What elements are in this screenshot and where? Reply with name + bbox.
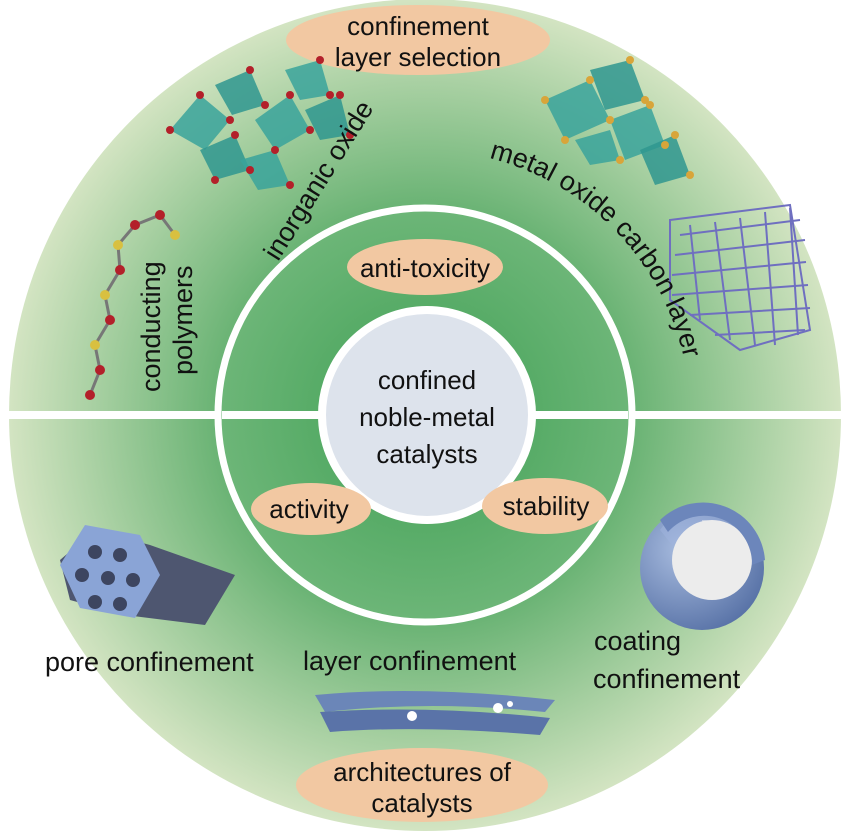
svg-text:confinement: confinement bbox=[593, 664, 741, 694]
carbon-layer-structure bbox=[669, 203, 812, 352]
confinement-layer-selection-pill: confinement layer selection bbox=[286, 5, 550, 75]
svg-text:activity: activity bbox=[269, 494, 348, 524]
conducting-polymers-label: conducting polymers bbox=[136, 261, 198, 392]
inorganic-oxide-structure bbox=[166, 56, 354, 190]
svg-text:catalysts: catalysts bbox=[371, 788, 472, 818]
layer-confinement-label: layer confinement bbox=[303, 646, 517, 676]
anti-toxicity-pill: anti-toxicity bbox=[347, 239, 503, 295]
layer-sheets bbox=[315, 691, 555, 735]
stability-pill: stability bbox=[482, 478, 608, 534]
pore-confinement-label: pore confinement bbox=[45, 647, 254, 677]
architectures-of-catalysts-pill: architectures of catalysts bbox=[296, 748, 548, 822]
core-shell-sphere bbox=[640, 502, 765, 630]
coating-confinement-label: coating confinement bbox=[593, 626, 741, 694]
svg-text:catalysts: catalysts bbox=[376, 439, 477, 469]
svg-text:anti-toxicity: anti-toxicity bbox=[360, 253, 490, 283]
svg-text:architectures of: architectures of bbox=[333, 757, 512, 787]
svg-text:layer selection: layer selection bbox=[335, 42, 501, 72]
conducting-polymer-structure bbox=[85, 210, 180, 400]
svg-text:confinement: confinement bbox=[347, 11, 489, 41]
center-label: confined noble-metal catalysts bbox=[359, 365, 495, 469]
svg-text:coating: coating bbox=[594, 626, 681, 656]
metal-oxide-structure bbox=[541, 56, 694, 185]
activity-pill: activity bbox=[251, 483, 371, 535]
svg-text:confined: confined bbox=[378, 365, 476, 395]
svg-text:conducting: conducting bbox=[136, 261, 166, 392]
svg-text:noble-metal: noble-metal bbox=[359, 402, 495, 432]
svg-text:stability: stability bbox=[503, 491, 590, 521]
core-circle bbox=[318, 306, 536, 524]
pore-prism bbox=[60, 525, 235, 625]
svg-text:polymers: polymers bbox=[168, 265, 198, 375]
